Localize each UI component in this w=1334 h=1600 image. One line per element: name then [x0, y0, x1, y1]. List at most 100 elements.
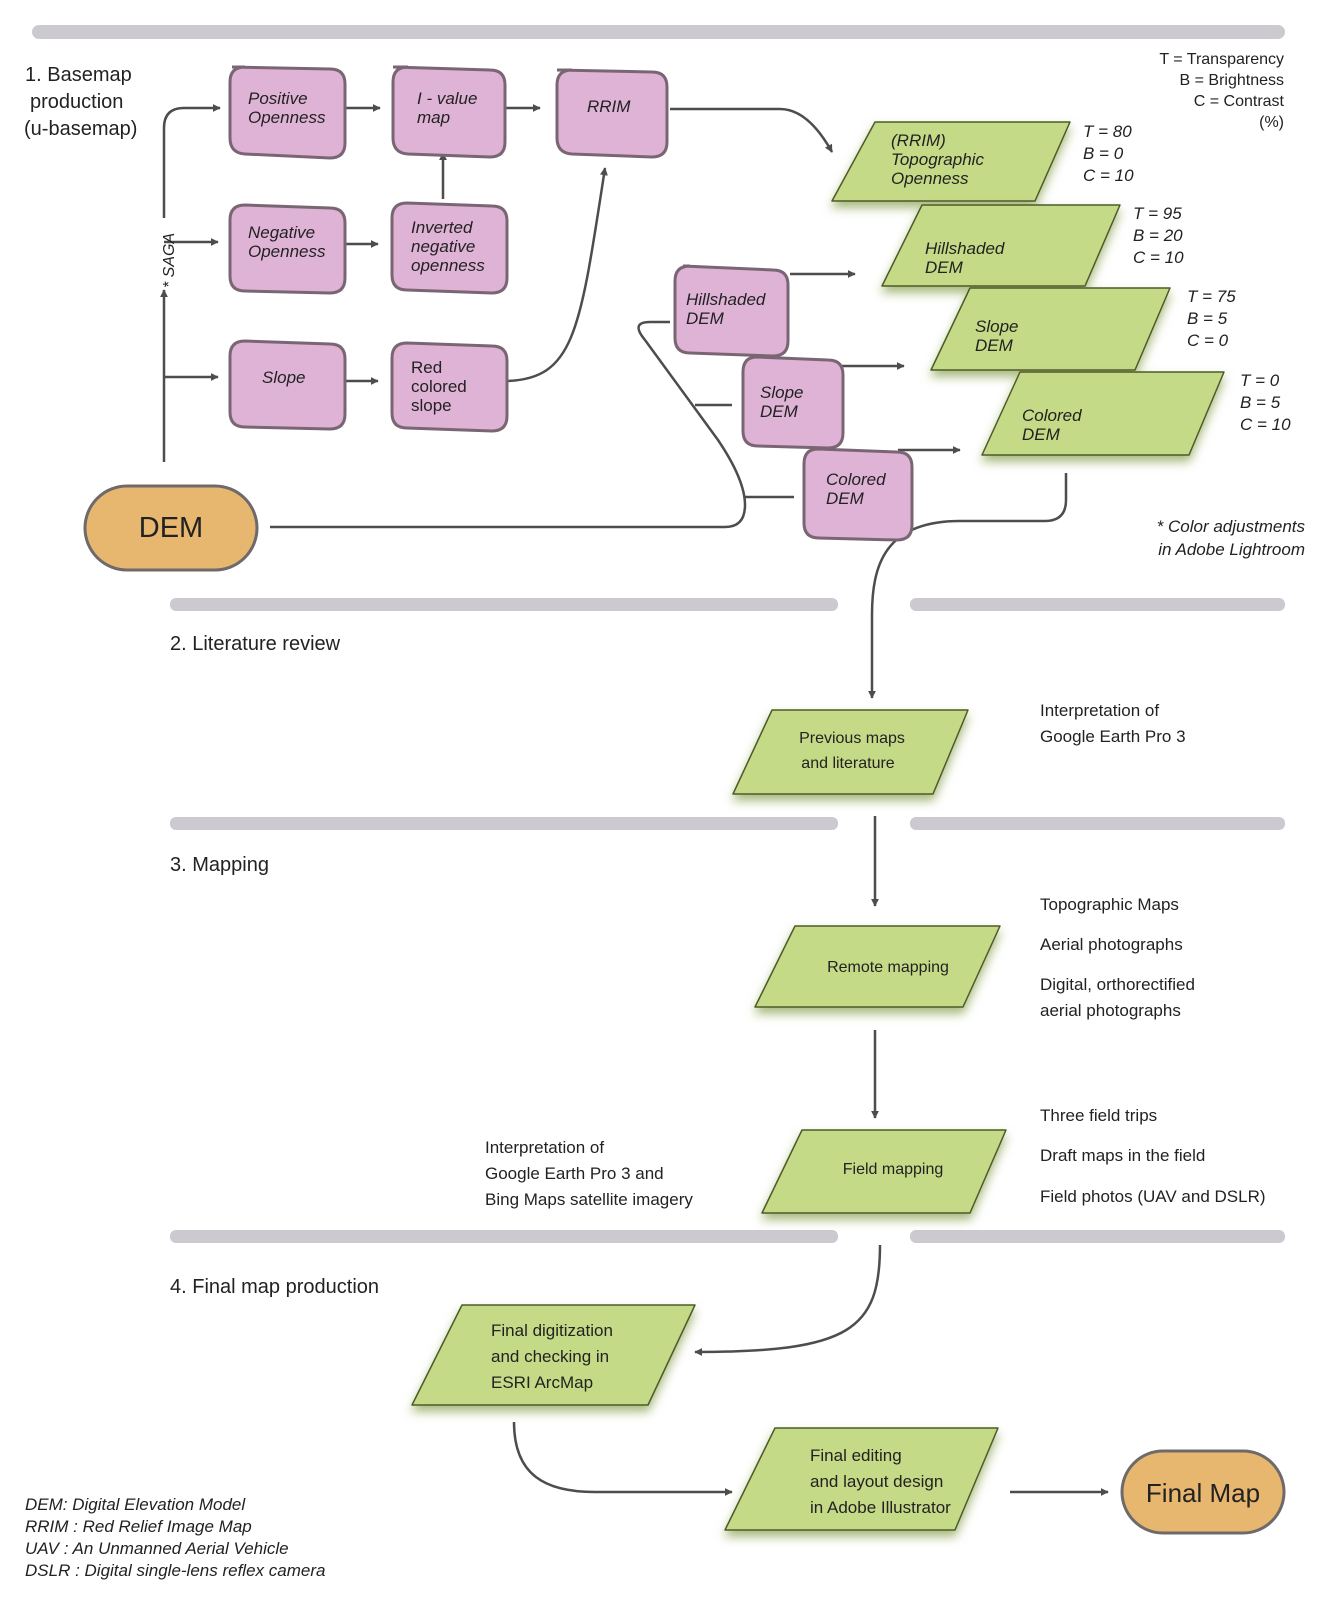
- remote-mapping-label: Remote mapping: [827, 959, 949, 976]
- layer-rrim-brightness: B = 0: [1083, 144, 1124, 163]
- separator-3a: [170, 817, 838, 830]
- section-3-title: 3. Mapping: [170, 854, 269, 876]
- layer-slope-settings: T = 75 B = 5 C = 0: [1187, 287, 1236, 350]
- separator-4a: [170, 1230, 838, 1243]
- separator-3b: [910, 817, 1285, 830]
- slope-label: Slope: [262, 368, 305, 387]
- red-colored-slope-shape: [390, 341, 509, 433]
- section-2-title: 2. Literature review: [170, 633, 341, 655]
- field-source-photos: Field photos (UAV and DSLR): [1040, 1187, 1266, 1206]
- connectors: [160, 104, 1109, 1496]
- legend-contrast: C = Contrast: [1194, 93, 1285, 110]
- layer-hillshaded-line2: DEM: [925, 258, 964, 277]
- remote-mapping-shape: [754, 925, 1001, 1008]
- layer-hillshaded-line1: Hillshaded: [925, 239, 1005, 258]
- hillshaded-dem-shape: [673, 264, 790, 358]
- inverted-negative-shape: [390, 201, 509, 295]
- positive-openness-shape: [228, 65, 347, 160]
- connector-dem-fanout: [270, 320, 747, 529]
- slope-dem-line1: Slope: [760, 383, 803, 402]
- i-value-map-node: I - value map: [391, 65, 507, 159]
- slope-shape: [228, 339, 347, 431]
- abbreviation-dslr: DSLR : Digital single-lens reflex camera: [25, 1561, 325, 1580]
- positive-openness-line1: Positive: [248, 89, 308, 108]
- field-interp-note: Interpretation of Google Earth Pro 3 and…: [485, 1138, 693, 1209]
- layer-slope-contrast: C = 0: [1187, 331, 1229, 350]
- layer-rrim-line2: Topographic: [891, 150, 984, 169]
- layer-hillshaded-brightness: B = 20: [1133, 226, 1183, 245]
- field-interp-line3: Bing Maps satellite imagery: [485, 1190, 693, 1209]
- negative-openness-line2: Openness: [248, 242, 326, 261]
- positive-openness-node: Positive Openness: [228, 65, 347, 160]
- color-adjust-note-line1: * Color adjustments: [1157, 517, 1306, 536]
- inverted-negative-line2: negative: [411, 237, 475, 256]
- arrow-red-to-rrim: [507, 167, 608, 383]
- layer-slope-line1: Slope: [975, 317, 1018, 336]
- inverted-negative-line1: Inverted: [411, 218, 473, 237]
- layer-rrim-topographic-shape: [831, 121, 1071, 202]
- layer-colored-brightness: B = 5: [1240, 393, 1281, 412]
- layer-hillshaded-contrast: C = 10: [1133, 248, 1184, 267]
- layer-hillshaded: Hillshaded DEM: [881, 204, 1121, 287]
- arrow-digitization-to-editing: [512, 1421, 733, 1496]
- final-digitization-shape: [411, 1304, 696, 1406]
- field-interp-line1: Interpretation of: [485, 1138, 604, 1157]
- negative-openness-node: Negative Openness: [228, 203, 347, 295]
- abbreviation-uav: UAV : An Unmanned Aerial Vehicle: [25, 1539, 289, 1558]
- negative-openness-line1: Negative: [248, 223, 315, 242]
- arrow-field-to-digitization: [694, 1244, 882, 1356]
- previous-maps-shape: [732, 709, 969, 795]
- red-colored-slope-node: Red colored slope: [390, 341, 509, 433]
- final-editing-line3: in Adobe Illustrator: [810, 1498, 951, 1517]
- layer-rrim-line1: (RRIM): [891, 131, 946, 150]
- colored-dem-shape: [802, 447, 914, 542]
- abbreviation-dem: DEM: Digital Elevation Model: [25, 1495, 246, 1514]
- hillshaded-dem-node: Hillshaded DEM: [673, 264, 790, 358]
- layer-colored-settings: T = 0 B = 5 C = 10: [1240, 371, 1291, 434]
- layer-colored: Colored DEM: [981, 371, 1225, 456]
- layer-colored-line2: DEM: [1022, 425, 1061, 444]
- rrim-label: RRIM: [587, 97, 631, 116]
- slope-node: Slope: [228, 339, 347, 431]
- layer-colored-shape: [981, 371, 1225, 456]
- colored-dem-node: Colored DEM: [802, 447, 914, 542]
- arrow-saga-to-positive: [162, 104, 221, 218]
- slope-dem-line2: DEM: [760, 402, 799, 421]
- slope-dem-node: Slope DEM: [741, 355, 845, 450]
- layer-rrim-transparency: T = 80: [1083, 122, 1132, 141]
- red-colored-slope-line2: colored: [411, 377, 467, 396]
- layer-rrim-contrast: C = 10: [1083, 166, 1134, 185]
- layer-slope-brightness: B = 5: [1187, 309, 1228, 328]
- section-4-title: 4. Final map production: [170, 1276, 379, 1298]
- final-digitization-line1: Final digitization: [491, 1321, 613, 1340]
- final-editing-shape: [724, 1427, 999, 1531]
- rrim-node: RRIM: [555, 68, 669, 159]
- final-digitization-line3: ESRI ArcMap: [491, 1373, 593, 1392]
- final-editing-line1: Final editing: [810, 1446, 902, 1465]
- i-value-map-line1: I - value: [417, 89, 477, 108]
- previous-maps-line1: Previous maps: [799, 730, 905, 747]
- section-1-title-line2: production: [30, 91, 123, 113]
- layer-hillshaded-transparency: T = 95: [1133, 204, 1182, 223]
- dem-shape: [83, 484, 259, 572]
- literature-interp-line1: Interpretation of: [1040, 701, 1159, 720]
- final-digitization-line2: and checking in: [491, 1347, 609, 1366]
- settings-legend: T = Transparency B = Brightness C = Cont…: [1159, 51, 1284, 131]
- separator-2a: [170, 598, 838, 611]
- final-map-node: Final Map: [1120, 1449, 1286, 1535]
- colored-dem-line1: Colored: [826, 470, 886, 489]
- layer-colored-line1: Colored: [1022, 406, 1082, 425]
- negative-openness-shape: [228, 203, 347, 295]
- field-mapping-node: Field mapping: [761, 1129, 1007, 1214]
- red-colored-slope-line3: slope: [411, 396, 452, 415]
- legend-brightness: B = Brightness: [1180, 72, 1285, 89]
- positive-openness-line2: Openness: [248, 108, 326, 127]
- colored-dem-line2: DEM: [826, 489, 865, 508]
- field-sources-list: Three field trips Draft maps in the fiel…: [1040, 1106, 1266, 1206]
- final-map-shape: [1120, 1449, 1286, 1535]
- inverted-negative-node: Inverted negative openness: [390, 201, 509, 295]
- layer-colored-contrast: C = 10: [1240, 415, 1291, 434]
- previous-maps-node: Previous maps and literature: [732, 709, 969, 795]
- dem-node: DEM: [83, 484, 259, 572]
- abbreviation-rrim: RRIM : Red Relief Image Map: [25, 1517, 252, 1536]
